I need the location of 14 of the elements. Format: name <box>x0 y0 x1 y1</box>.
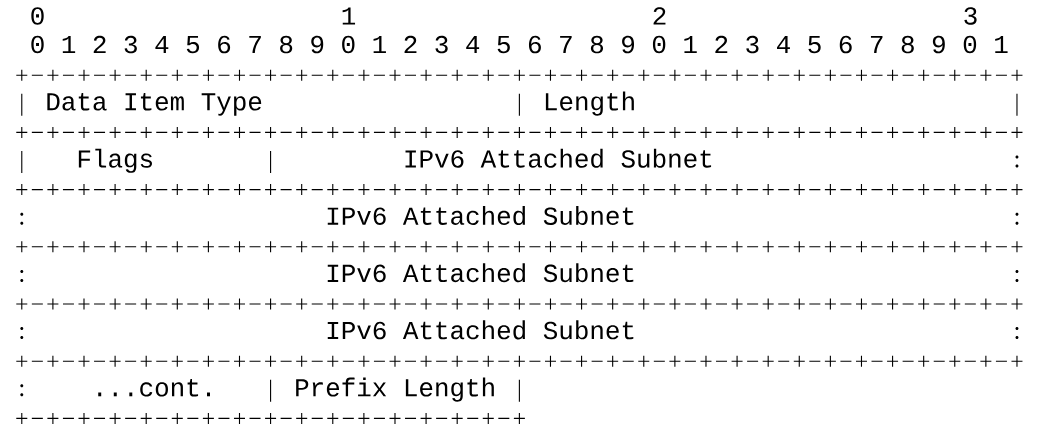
field-label: IPv6 Attached Subnet <box>327 205 634 225</box>
bit-offset: 0 <box>31 7 44 25</box>
field-label: Data Item Type <box>47 93 262 116</box>
bit-numbers: 0 1 2 3 4 5 6 7 8 9 0 1 2 3 4 5 6 7 8 9 0 1 2 3 4 5 6 7 8 9 0 1 <box>31 35 1008 54</box>
bit-offset: 2 <box>653 7 666 25</box>
field-label: IPv6 Attached Subnet <box>405 148 712 168</box>
field-label: IPv6 Attached Subnet <box>327 320 634 340</box>
field-label: Length <box>545 91 634 116</box>
bit-offset: 1 <box>342 7 356 25</box>
field-label: Flags <box>78 148 152 173</box>
bit-offset: 3 <box>964 7 977 25</box>
field-label: ...cont. <box>98 379 210 397</box>
field-label: IPv6 Attached Subnet <box>327 263 634 283</box>
field-label: Prefix Length <box>296 377 494 402</box>
